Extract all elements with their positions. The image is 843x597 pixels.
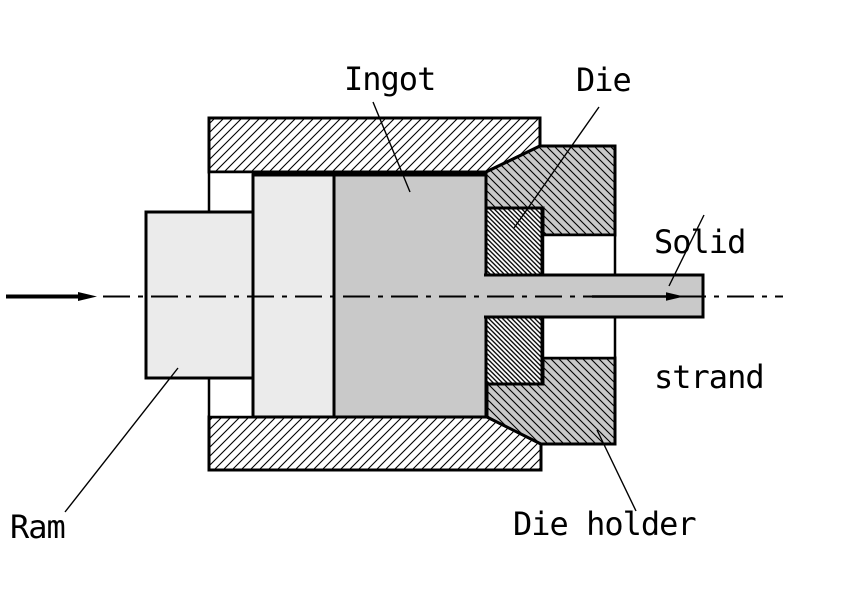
die-top-shape <box>484 206 544 277</box>
solid-strand-label-line2: strand <box>654 358 765 396</box>
solid-strand-label: Solid strand <box>654 130 765 490</box>
ram-leader-line <box>64 367 179 513</box>
bore-gap-top <box>207 170 255 214</box>
exit-bore-top <box>541 233 617 277</box>
force-arrow-head-icon <box>78 292 97 301</box>
die-bottom-shape <box>484 315 544 386</box>
die-holder-leader-line <box>596 429 637 512</box>
container-wall-bottom-shape <box>207 415 543 472</box>
solid-strand-leader-line <box>668 214 705 287</box>
die-label: Die <box>576 61 632 99</box>
bore-gap-bottom <box>207 376 255 419</box>
container-wall-top-shape <box>207 116 542 174</box>
die-leader-line <box>513 106 600 229</box>
strand-arrow-head-icon <box>666 292 684 301</box>
annotations <box>6 101 783 513</box>
exit-bore-bottom <box>541 315 617 360</box>
ingot-leader-line <box>372 101 411 193</box>
ram-label: Ram <box>10 508 66 546</box>
ram-shape <box>144 210 255 380</box>
solid-strand-label-line1: Solid <box>654 223 746 261</box>
die-holder-label: Die holder <box>513 505 697 543</box>
ingot-label: Ingot <box>344 60 436 98</box>
